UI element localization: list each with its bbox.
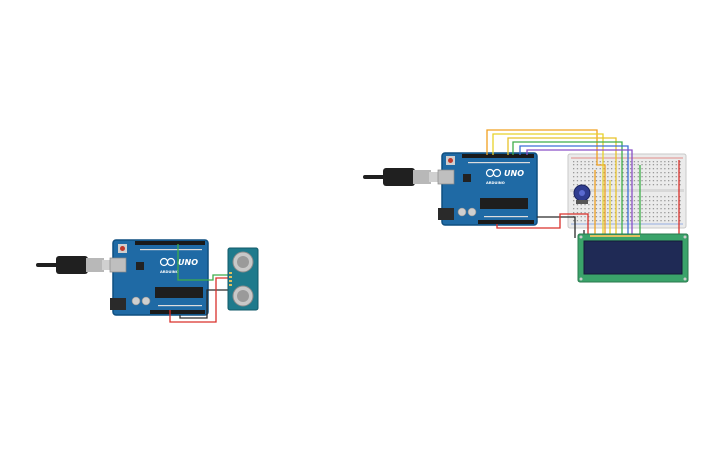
circuit-2: UNO ARDUINO <box>363 129 689 283</box>
usb-cable-2[interactable] <box>363 168 441 186</box>
potentiometer[interactable] <box>573 184 591 204</box>
arduino-logo-2 <box>485 168 502 178</box>
circuit-1: UNO ARDUINO <box>36 239 259 323</box>
arduino-board-1[interactable]: UNO ARDUINO <box>109 239 209 316</box>
board-model-label-1: UNO <box>178 258 198 267</box>
breadboard[interactable] <box>567 153 687 229</box>
arduino-board-2[interactable]: UNO ARDUINO <box>437 152 538 226</box>
wires-circuit-1[interactable] <box>169 244 232 323</box>
ultrasonic-sensor[interactable] <box>227 247 259 311</box>
wires-circuit-2[interactable] <box>486 129 680 238</box>
board-brand-label-1: ARDUINO <box>160 270 179 274</box>
board-model-label-2: UNO <box>504 169 524 178</box>
usb-cable-1[interactable] <box>36 256 114 274</box>
lcd-display[interactable] <box>577 233 689 283</box>
board-brand-label-2: ARDUINO <box>486 181 505 185</box>
arduino-logo-1 <box>159 257 176 267</box>
